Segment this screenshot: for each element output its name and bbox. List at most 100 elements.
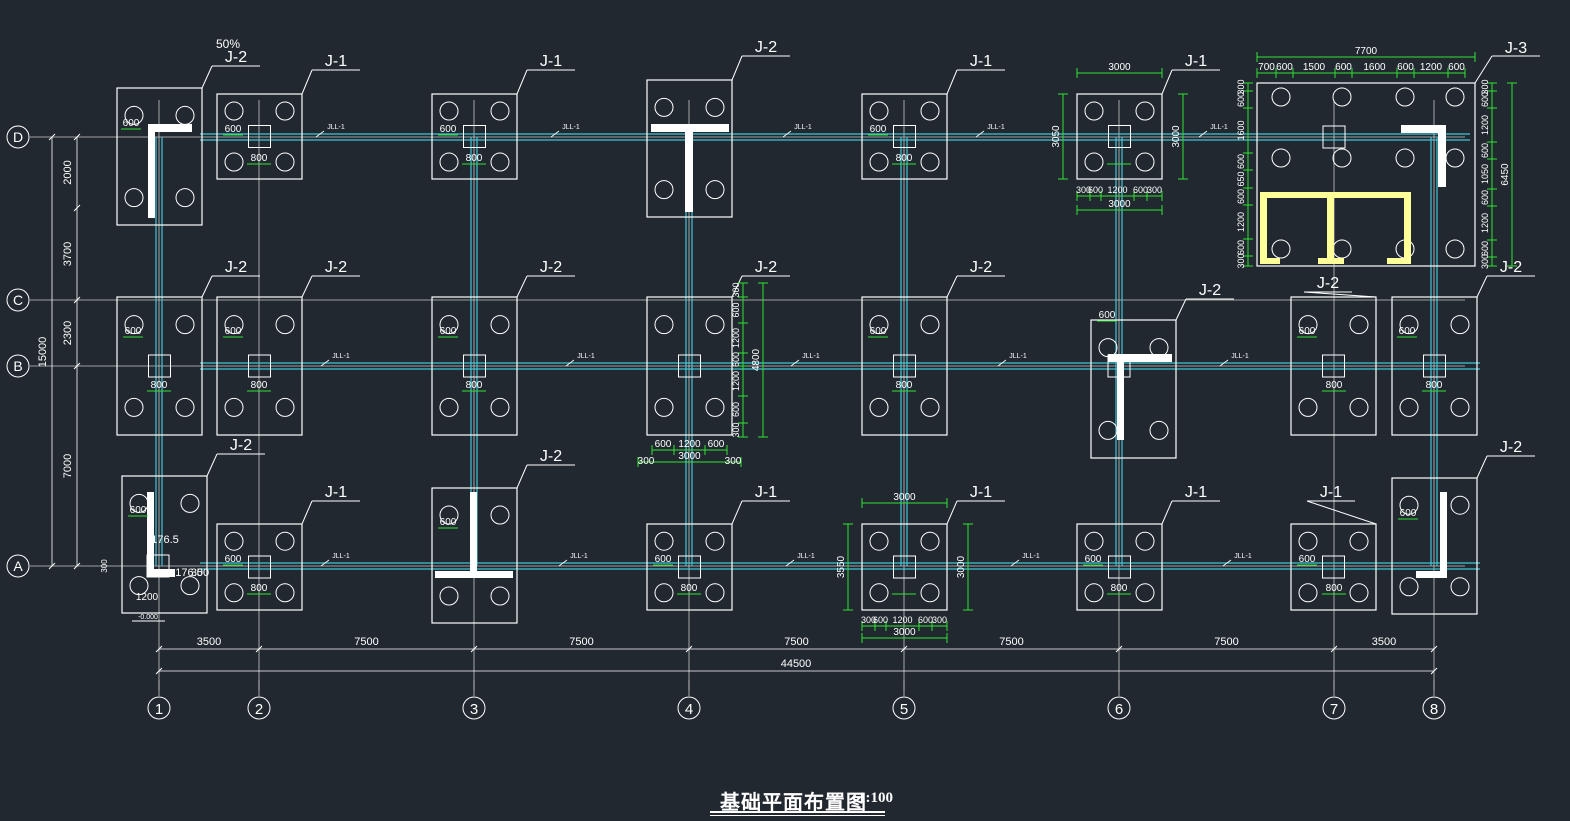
footing-outline: [116, 87, 203, 226]
axis-bubble-column: [247, 696, 271, 720]
tag-leader: [731, 55, 743, 81]
beam-label: JLL-1: [987, 124, 1005, 131]
axis-bubble-row: [6, 125, 30, 149]
footing-dim: 600: [1400, 508, 1417, 519]
pile-circle: [1298, 531, 1318, 551]
footing-outline: [1256, 82, 1476, 267]
pile-circle: [1445, 87, 1465, 107]
footing-tag: J-1: [970, 484, 992, 501]
pile-circle: [1349, 531, 1369, 551]
dim-text: 300: [731, 282, 741, 297]
shear-wall: [435, 571, 513, 578]
pile-circle: [920, 583, 940, 603]
pile-circle: [1332, 87, 1352, 107]
tag-leader: [731, 275, 743, 298]
column-pier: [1107, 354, 1131, 378]
tag-leader: [1161, 500, 1173, 525]
column-spacing: 7500: [999, 636, 1023, 648]
pile-circle: [275, 101, 295, 121]
footing-outline: [216, 93, 303, 180]
dim-text: 600: [708, 439, 725, 450]
dim-tick: [1430, 645, 1438, 653]
footing-outline: [1290, 296, 1377, 436]
footing: J-2: [646, 39, 790, 218]
pile-circle: [920, 531, 940, 551]
shear-wall: [1440, 492, 1447, 578]
dim-text: 1600: [1236, 120, 1246, 140]
dim-text: 1050: [1480, 164, 1490, 184]
footing-outline: [1090, 319, 1177, 459]
footing-dim: 800: [251, 380, 268, 391]
pile-circle: [1271, 239, 1291, 259]
footing-tag: J-2: [755, 259, 777, 276]
column-pier: [893, 125, 916, 148]
dim-text: 600: [1335, 62, 1352, 73]
dim-tick: [470, 645, 478, 653]
tag-leader: [301, 500, 313, 525]
dim-text: 3000: [893, 627, 916, 638]
axis-label-column: 7: [1330, 701, 1338, 718]
dim-text: 300: [638, 456, 655, 467]
pile-circle: [1084, 583, 1104, 603]
axis-bubble-column: [1322, 696, 1346, 720]
dim-text: 1200: [1236, 212, 1246, 232]
dim-text: 600: [731, 402, 741, 417]
beam-label-leader: [1010, 559, 1020, 567]
pile-circle: [224, 152, 244, 172]
pile-circle: [1098, 338, 1118, 358]
axis-label-row: D: [13, 129, 23, 145]
drawing-title-block: 基础平面布置图 1:100: [690, 782, 920, 818]
pile-circle: [224, 583, 244, 603]
axis-bubble-column: [147, 696, 171, 720]
footing-dim: 800: [466, 380, 483, 391]
dim-text: 600: [1236, 92, 1246, 107]
pile-circle: [705, 315, 725, 335]
shear-wall: [1117, 354, 1124, 440]
dim-text: 600: [1236, 154, 1246, 169]
footing-tag: J-2: [540, 259, 562, 276]
pile-circle: [1399, 495, 1419, 515]
pile-circle: [920, 315, 940, 335]
pile-circle: [1271, 87, 1291, 107]
highlight-wall: [1318, 258, 1344, 264]
pile-circle: [654, 315, 674, 335]
pile-circle: [1298, 315, 1318, 335]
beam-label-leader: [1198, 130, 1208, 138]
footing-dim: 800: [896, 153, 913, 164]
dim-tick: [48, 562, 56, 570]
axis-label-row: B: [13, 358, 22, 374]
pile-circle: [1298, 583, 1318, 603]
row-spacing: 2300: [62, 321, 74, 345]
footing-dim: 800: [1326, 380, 1343, 391]
pile-circle: [175, 397, 195, 417]
pile-circle: [1450, 495, 1470, 515]
pile-circle: [869, 101, 889, 121]
highlight-wall: [1260, 192, 1267, 262]
footing-dim: 600: [655, 554, 672, 565]
footing-dim: 800: [251, 583, 268, 594]
shear-wall: [1401, 125, 1445, 133]
footing-dim: 800: [251, 153, 268, 164]
footing: J-3: [1256, 40, 1540, 267]
footing-dim: 600: [1085, 554, 1102, 565]
total-height: 15000: [37, 337, 49, 368]
column-pier: [1108, 125, 1131, 148]
axis-label-column: 6: [1115, 701, 1123, 718]
footing-outline: [121, 475, 208, 614]
axis-bubble-column: [892, 696, 916, 720]
pile-circle: [439, 101, 459, 121]
footing: J-1: [1076, 53, 1220, 180]
pile-circle: [224, 315, 244, 335]
dim-text: 300: [1236, 79, 1246, 94]
dim-text: 600: [918, 615, 933, 625]
footing-tag: J-2: [755, 39, 777, 56]
pile-circle: [1332, 239, 1352, 259]
column-pier: [678, 354, 701, 378]
column-pier: [463, 125, 486, 148]
pile-circle: [275, 531, 295, 551]
